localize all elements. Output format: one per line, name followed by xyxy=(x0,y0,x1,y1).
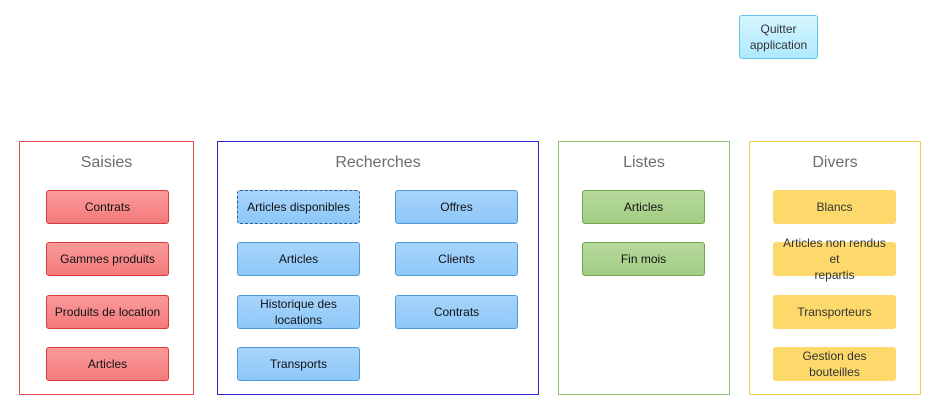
saisies-gammes-produits-button[interactable]: Gammes produits xyxy=(46,242,169,276)
listes-fin-mois-button[interactable]: Fin mois xyxy=(582,242,705,276)
button-label-line2: locations xyxy=(274,313,323,327)
button-label: Transports xyxy=(270,357,327,371)
saisies-produits-location-button[interactable]: Produits de location xyxy=(46,295,169,329)
recherches-contrats-button[interactable]: Contrats xyxy=(395,295,518,329)
button-label: Offres xyxy=(440,200,473,214)
group-title-divers: Divers xyxy=(812,154,858,171)
button-label: Clients xyxy=(438,252,475,266)
divers-blancs-button[interactable]: Blancs xyxy=(773,190,896,224)
recherches-articles-disponibles-button[interactable]: Articles disponibles xyxy=(237,190,360,224)
button-label: Articles xyxy=(623,200,664,214)
button-label: Gestion des bouteilles xyxy=(802,349,867,379)
button-label-line2: repartis xyxy=(814,268,855,282)
button-label: Articles xyxy=(87,357,128,371)
button-label: Produits de location xyxy=(54,305,161,319)
group-title-listes: Listes xyxy=(623,154,665,171)
quit-label-line2: application xyxy=(749,38,808,52)
saisies-contrats-button[interactable]: Contrats xyxy=(46,190,169,224)
recherches-clients-button[interactable]: Clients xyxy=(395,242,518,276)
button-label: Blancs xyxy=(816,200,853,214)
button-label: Articles xyxy=(278,252,319,266)
button-label: Contrats xyxy=(433,305,480,319)
button-label-line1: Articles non rendus et xyxy=(783,236,886,266)
button-label: Fin mois xyxy=(620,252,667,266)
recherches-offres-button[interactable]: Offres xyxy=(395,190,518,224)
divers-gestion-bouteilles-button[interactable]: Gestion des bouteilles xyxy=(773,347,896,381)
recherches-articles-button[interactable]: Articles xyxy=(237,242,360,276)
divers-transporteurs-button[interactable]: Transporteurs xyxy=(773,295,896,329)
button-label: Transporteurs xyxy=(797,305,872,319)
quit-label-line1: Quitter xyxy=(760,22,797,36)
recherches-historique-locations-button[interactable]: Historique des locations xyxy=(237,295,360,329)
quit-application-button[interactable]: Quitter application xyxy=(739,15,818,59)
divers-articles-non-rendus-button[interactable]: Articles non rendus et repartis xyxy=(773,236,896,282)
button-label: Gammes produits xyxy=(60,252,155,266)
group-title-saisies: Saisies xyxy=(80,154,133,171)
listes-articles-button[interactable]: Articles xyxy=(582,190,705,224)
group-title-recherches: Recherches xyxy=(335,154,421,171)
saisies-articles-button[interactable]: Articles xyxy=(46,347,169,381)
recherches-transports-button[interactable]: Transports xyxy=(237,347,360,381)
button-label: Contrats xyxy=(84,200,131,214)
button-label-line1: Historique des xyxy=(260,297,337,311)
button-label: Articles disponibles xyxy=(247,200,350,214)
